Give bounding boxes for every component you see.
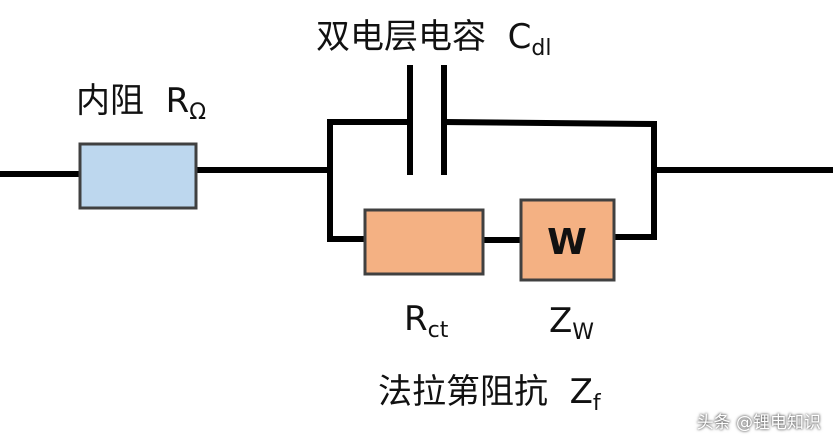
capacitor-name: 双电层电容 xyxy=(316,17,486,57)
charge-transfer-resistor xyxy=(363,208,485,276)
faradaic-impedance-name: 法拉第阻抗 xyxy=(378,372,548,412)
internal-resistance-subscript: Ω xyxy=(189,100,207,125)
capacitor-symbol: C xyxy=(507,17,532,57)
capacitor-label: 双电层电容 Cdl xyxy=(316,20,551,60)
warburg-subscript: W xyxy=(572,320,595,345)
faradaic-impedance-subscript: f xyxy=(592,391,601,416)
upper-right-branch-wire xyxy=(441,118,657,240)
internal-resistor xyxy=(78,142,198,210)
wires xyxy=(0,65,833,243)
warburg-element xyxy=(519,198,616,282)
faradaic-impedance-label: 法拉第阻抗 Zf xyxy=(378,375,601,415)
watermark: 头条 @锂电知识 xyxy=(696,413,821,433)
charge-transfer-label: Rct xyxy=(404,302,448,342)
warburg-label: ZW xyxy=(549,304,594,344)
internal-resistance-name: 内阻 xyxy=(76,81,144,121)
faradaic-impedance-symbol: Z xyxy=(569,372,593,412)
warburg-symbol: Z xyxy=(549,301,573,341)
capacitor-subscript: dl xyxy=(531,36,552,61)
charge-transfer-subscript: ct xyxy=(427,318,449,343)
internal-resistance-label: 内阻 RΩ xyxy=(76,84,206,124)
charge-transfer-symbol: R xyxy=(404,299,428,339)
warburg-box-label: W xyxy=(547,222,587,263)
upper-left-branch-wire xyxy=(327,119,413,242)
internal-resistance-symbol: R xyxy=(165,81,190,121)
